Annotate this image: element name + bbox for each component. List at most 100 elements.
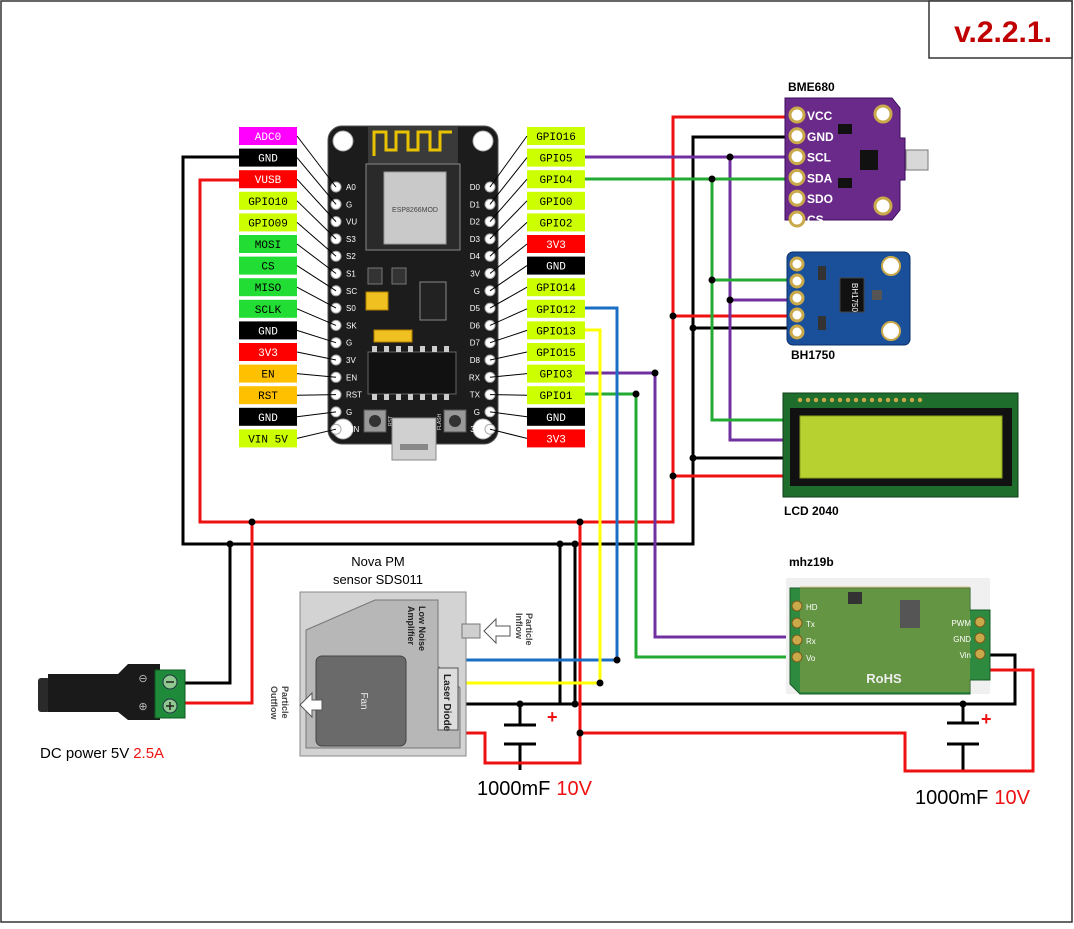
pin-leader xyxy=(296,222,337,257)
silk-label: 3V xyxy=(346,356,356,365)
pin-label-bg xyxy=(239,429,297,448)
vcc-wire-sds xyxy=(463,731,520,765)
bme680-pin-hole xyxy=(788,189,806,207)
pin-label-text: ADC0 xyxy=(255,132,281,144)
mhz19b-pin-label: Rx xyxy=(806,637,816,646)
pin-label-box: GPIO15 xyxy=(489,343,585,361)
silk-label: D3 xyxy=(470,235,481,244)
pin-label-text: MISO xyxy=(255,283,282,295)
pin-label-text: VUSB xyxy=(255,175,282,187)
pin-label-box: RST xyxy=(239,386,337,405)
mhz19b-pcb xyxy=(789,587,991,695)
lcd-header xyxy=(797,397,923,403)
mounting-hole xyxy=(873,196,893,216)
pin-label-bg xyxy=(239,256,297,275)
pin-label-text: GPIO2 xyxy=(539,218,572,230)
pin-label-text: GPIO0 xyxy=(539,197,572,209)
pin-leader xyxy=(489,329,528,344)
pin-label-text: MOSI xyxy=(255,240,281,252)
pin-label-bg xyxy=(527,343,585,361)
sds011-outflow-line2: Outflow xyxy=(269,686,279,720)
bme680-pin-label: SDO xyxy=(807,192,833,206)
bme680-pin-hole xyxy=(788,210,806,228)
sds011-amp-line2: Amplifier xyxy=(406,606,416,646)
pin-label-box: ADC0 xyxy=(239,127,337,188)
silk-label: EN xyxy=(346,373,357,382)
bme680-pin-hole xyxy=(788,148,806,166)
svg-text:⊖: ⊖ xyxy=(138,673,147,685)
bh1750-pin-hole xyxy=(789,324,805,340)
pin-label-text: GPIO5 xyxy=(539,154,572,166)
pin-label-text: EN xyxy=(261,370,274,382)
vcc-wire-main xyxy=(198,115,790,524)
pin-label-text: RST xyxy=(258,391,278,403)
esp-chip-label: ESP8266MOD xyxy=(392,207,438,214)
silk-label: D0 xyxy=(470,183,481,192)
sds011-laser-label: Laser Diode xyxy=(441,674,452,732)
silk-label: G xyxy=(474,408,480,417)
sds011-fan-label: Fan xyxy=(358,692,369,709)
pin-label-box: GPIO4 xyxy=(489,170,585,222)
pin-label-bg xyxy=(239,407,297,426)
pin-label-text: GPIO1 xyxy=(539,391,572,403)
pin-label-box: GPIO1 xyxy=(489,386,585,405)
pin-leader xyxy=(489,243,528,274)
mhz19b-pin-label: HD xyxy=(806,603,818,612)
pin-leader xyxy=(296,373,337,378)
pin-label-box: GND xyxy=(489,407,585,426)
capacitor-1: + xyxy=(504,707,558,746)
bme680-sensor xyxy=(905,149,929,171)
pin-label-text: 3V3 xyxy=(546,434,566,446)
lcd-module xyxy=(782,392,1019,498)
silk-label: 3V xyxy=(470,425,480,434)
mhz19b-pin-hole xyxy=(974,648,986,660)
pin-label-text: GPIO4 xyxy=(539,175,572,187)
mhz19b-pin-hole xyxy=(791,600,803,612)
silk-label: D7 xyxy=(470,339,481,348)
sds011-outflow-line1: Particle xyxy=(280,686,290,719)
pin-label-bg xyxy=(239,321,297,340)
silk-label: G xyxy=(474,287,480,296)
pin-label-bg xyxy=(239,278,297,297)
sds011-module: Fan Laser Diode Low Noise Amplifier Part… xyxy=(269,591,534,757)
pin-label-bg xyxy=(527,364,585,383)
capacitor-2: + xyxy=(947,709,992,746)
ldo-regulator xyxy=(419,281,447,321)
usb-serial-chip xyxy=(367,351,457,395)
pin-leader xyxy=(296,135,337,188)
pin-leader xyxy=(489,308,528,326)
sda-wire-lcd xyxy=(710,179,790,422)
silk-label: VU xyxy=(346,218,357,227)
pin-label-text: CS xyxy=(261,262,275,274)
pin-label-box: CS xyxy=(239,256,337,292)
pin-label-text: GPIO09 xyxy=(248,218,288,230)
pin-label-box: 3V3 xyxy=(239,343,337,361)
pin-leader xyxy=(489,265,528,292)
mhz19b-pin-label: Vo xyxy=(806,654,816,663)
power-label-current: 2.5A xyxy=(133,745,164,762)
pin-label-bg xyxy=(239,191,297,210)
pin-leader xyxy=(489,411,528,418)
mhz19b-pin-label: GND xyxy=(953,635,971,644)
pin-label-bg xyxy=(527,429,585,448)
pin-label-box: GND xyxy=(239,407,337,426)
pin-leader xyxy=(489,135,528,188)
pin-label-text: GPIO10 xyxy=(248,197,288,209)
sds-rx-wire xyxy=(463,328,602,685)
gnd-wire-main xyxy=(181,135,790,546)
gnd-wire-power xyxy=(185,544,232,685)
silk-label: D4 xyxy=(470,252,481,261)
pin-label-box: GPIO09 xyxy=(239,213,337,257)
flash-button-label: FLASH xyxy=(437,413,443,430)
silk-label: RX xyxy=(469,373,481,382)
pin-label-bg xyxy=(527,321,585,340)
svg-text:⊕: ⊕ xyxy=(138,701,147,713)
silk-label: SK xyxy=(346,321,357,330)
mhz19b-pin-label: PWM xyxy=(951,619,971,628)
capacitor-1-voltage: 10V xyxy=(556,778,592,800)
pin-label-text: GND xyxy=(546,413,566,425)
lcd-screen xyxy=(799,415,1003,479)
mhz19b-pin-hole xyxy=(791,634,803,646)
